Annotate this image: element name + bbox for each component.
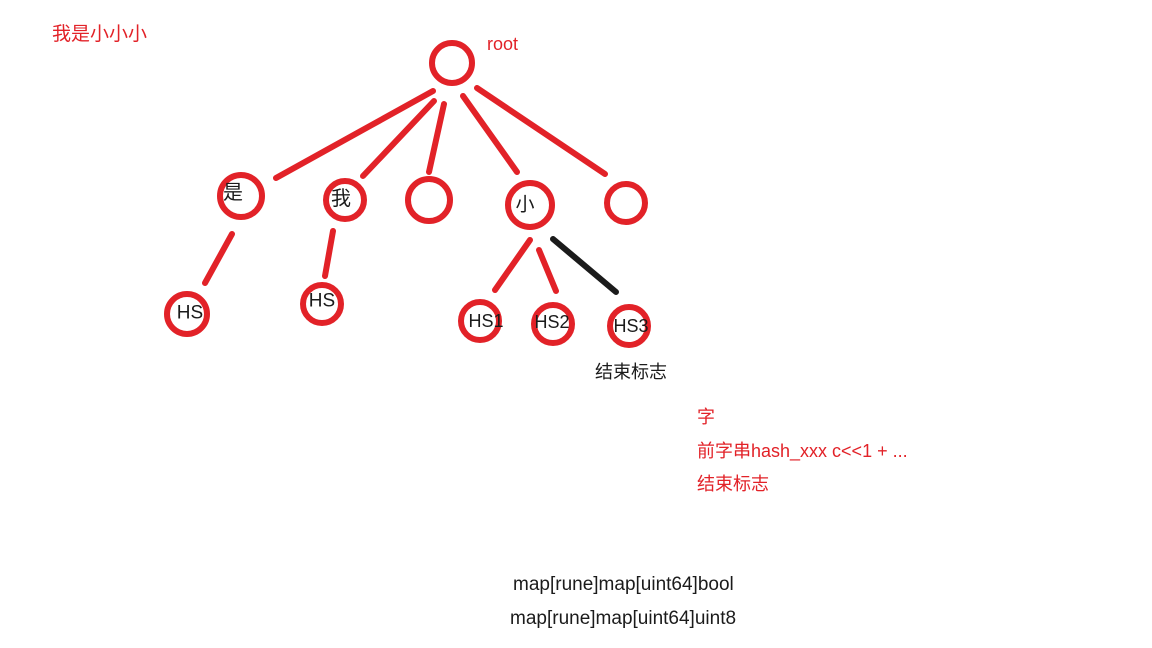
node-root: [429, 40, 475, 86]
node-hs-b-circle: [300, 282, 344, 326]
node-empty-2: [604, 181, 648, 225]
hs3-end-flag-label: 结束标志: [595, 362, 667, 382]
node-hs3: HS3: [607, 304, 651, 348]
legend-char: 字: [697, 407, 715, 427]
legend-end-flag: 结束标志: [697, 474, 769, 494]
edge-root-empty1: [426, 101, 447, 175]
node-shi-label: 是: [223, 182, 243, 204]
node-hs2-circle: [531, 302, 575, 346]
node-hs-b-label: HS: [309, 291, 335, 312]
root-label: root: [487, 34, 519, 54]
node-root-circle: [429, 40, 475, 86]
node-hs1: HS1: [458, 299, 504, 343]
code-map-uint8: map[rune]map[uint64]uint8: [510, 608, 737, 629]
node-hs2-label: HS2: [534, 312, 569, 332]
edge-shi-hs: [202, 231, 235, 286]
node-hs1-label: HS1: [468, 311, 503, 331]
node-hs3-label: HS3: [613, 316, 648, 336]
node-hs-a-circle: [164, 291, 210, 337]
node-shi: 是: [217, 172, 265, 220]
node-shi-circle: [217, 172, 265, 220]
legend-hash: 前字串hash_xxx c<<1 + ...: [697, 441, 908, 461]
edge-xiao-hs3: [550, 236, 619, 295]
header-note: 我是小小小: [52, 24, 148, 45]
node-hs2: HS2: [531, 302, 575, 346]
edge-root-empty2: [474, 85, 608, 177]
node-wo: 我: [323, 178, 367, 222]
code-map-bool: map[rune]map[uint64]bool: [513, 574, 734, 595]
node-xiao-circle: [505, 180, 555, 230]
edge-root-shi: [273, 88, 436, 181]
edge-xiao-hs2: [536, 247, 559, 294]
edge-root-wo: [360, 98, 437, 179]
node-hs1-circle: [458, 299, 502, 343]
edge-root-xiao: [460, 93, 520, 175]
node-hs-a-label: HS: [177, 303, 203, 324]
node-xiao-label: 小: [515, 194, 534, 216]
edge-xiao-hs1: [492, 237, 533, 293]
node-wo-label: 我: [331, 187, 351, 210]
node-hs-b: HS: [300, 282, 344, 326]
node-xiao: 小: [505, 180, 555, 230]
node-empty-1: [405, 176, 453, 224]
node-empty-2-circle: [604, 181, 648, 225]
node-empty-1-circle: [405, 176, 453, 224]
node-wo-circle: [323, 178, 367, 222]
node-hs-a: HS: [164, 291, 210, 337]
edge-wo-hs: [322, 228, 336, 279]
node-hs3-circle: [607, 304, 651, 348]
